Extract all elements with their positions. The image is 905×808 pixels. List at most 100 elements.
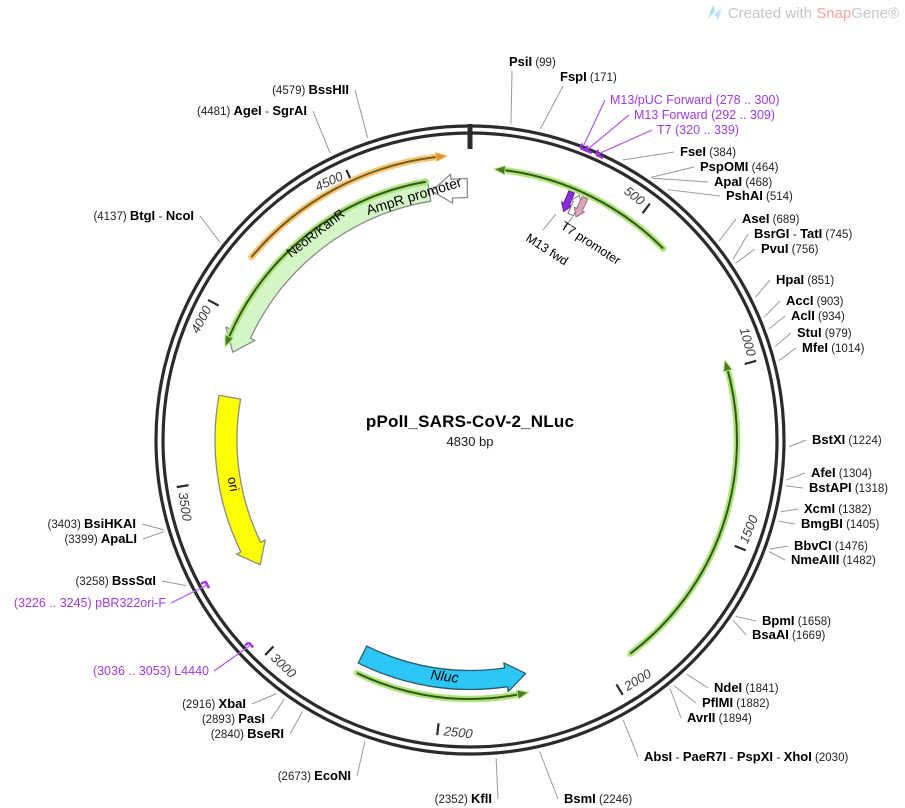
primer-leader-line bbox=[582, 99, 606, 147]
leader-line bbox=[270, 699, 285, 720]
site-label-bsss-i[interactable]: (3258) BssSαI bbox=[75, 573, 156, 588]
leader-line bbox=[735, 615, 757, 622]
leader-line bbox=[768, 551, 786, 561]
site-label-fspi[interactable]: FspI (171) bbox=[560, 69, 617, 84]
primer-mark-tick bbox=[200, 580, 206, 585]
leader-line bbox=[539, 85, 564, 130]
site-label-avrii[interactable]: AvrII (1894) bbox=[687, 710, 752, 725]
primer-leader-line bbox=[170, 583, 209, 604]
tick-mark bbox=[734, 544, 747, 552]
site-label-bsshii[interactable]: (4579) BssHII bbox=[272, 82, 349, 97]
tick-label: 3500 bbox=[175, 491, 195, 523]
site-label-asei[interactable]: AseI (689) bbox=[742, 211, 800, 226]
leader-line bbox=[289, 711, 303, 735]
site-label-agei-sgrai[interactable]: (4481) AgeI - SgrAI bbox=[197, 103, 307, 118]
site-label-pshai[interactable]: PshAI (514) bbox=[726, 188, 793, 203]
primer-label-m13-forward[interactable]: M13 Forward (292 .. 309) bbox=[634, 108, 775, 122]
site-label-hpai[interactable]: HpaI (851) bbox=[776, 272, 834, 287]
site-label-kfli[interactable]: (2352) KflI bbox=[435, 791, 492, 806]
site-label-pvui[interactable]: PvuI (756) bbox=[761, 241, 819, 256]
leader-line bbox=[768, 315, 786, 330]
watermark-gene: Gene® bbox=[851, 4, 899, 22]
orf-arc-top-arrowhead bbox=[492, 165, 507, 176]
primer-label-m13-puc-forward[interactable]: M13/pUC Forward (278 .. 300) bbox=[610, 93, 780, 107]
site-label-bstapi[interactable]: BstAPI (1318) bbox=[809, 480, 888, 495]
leader-line bbox=[354, 89, 369, 138]
feature-label-m13-fwd[interactable]: M13 fwd bbox=[523, 231, 570, 268]
site-label-absi-paer7i-pspxi-xhoi[interactable]: AbsI - PaeR7I - PspXI - XhoI (2030) bbox=[644, 749, 848, 764]
leader-line bbox=[495, 757, 499, 800]
leader-line bbox=[769, 545, 789, 550]
leader-line bbox=[673, 684, 697, 704]
leader-line bbox=[141, 523, 165, 531]
primer-mark-tick bbox=[584, 145, 589, 151]
leader-line bbox=[763, 300, 781, 318]
site-label-bsmi[interactable]: BsmI (2246) bbox=[564, 791, 632, 806]
primer-mark-tick bbox=[595, 149, 600, 156]
leader-line bbox=[199, 215, 221, 243]
plasmid-size: 4830 bp bbox=[446, 434, 494, 449]
snapgene-watermark: Created with SnapGene® bbox=[707, 4, 899, 22]
orf-arc-neor[interactable] bbox=[228, 180, 427, 338]
site-label-apali[interactable]: (3399) ApaLI bbox=[64, 531, 137, 546]
site-label-ndei[interactable]: NdeI (1841) bbox=[714, 680, 779, 695]
tick-label: 1500 bbox=[736, 512, 761, 545]
orf-arc-top[interactable] bbox=[504, 169, 664, 250]
site-label-bbvci[interactable]: BbvCI (1476) bbox=[794, 538, 868, 553]
leader-line bbox=[539, 751, 559, 800]
site-label-bsrgi-tati[interactable]: BsrGI - TatI (745) bbox=[754, 226, 852, 241]
feature-ori[interactable] bbox=[214, 394, 266, 566]
leader-line bbox=[778, 520, 796, 525]
leader-line bbox=[718, 218, 737, 242]
site-label-bpmi[interactable]: BpmI (1658) bbox=[762, 613, 831, 628]
site-label-stui[interactable]: StuI (979) bbox=[797, 325, 852, 340]
site-label-bsihkai[interactable]: (3403) BsiHKAI bbox=[48, 516, 136, 531]
site-label-bstxi[interactable]: BstXI (1224) bbox=[812, 432, 882, 447]
site-label-econi[interactable]: (2673) EcoNI bbox=[278, 768, 351, 783]
site-label-bmgbi[interactable]: BmgBI (1405) bbox=[801, 516, 879, 531]
t7-promoter-glyph-pink[interactable] bbox=[573, 195, 589, 218]
orf-arc-bottom-arrowhead bbox=[516, 689, 530, 700]
feature-ampr-promoter[interactable] bbox=[431, 173, 469, 204]
orf-arc-right[interactable] bbox=[629, 370, 738, 655]
leader-line bbox=[786, 472, 806, 481]
feature-label-ori: ori bbox=[225, 476, 243, 493]
primer-leader-line bbox=[213, 643, 253, 672]
site-label-fsei[interactable]: FseI (384) bbox=[680, 144, 736, 159]
primer-label-l4440[interactable]: (3036 .. 3053) L4440 bbox=[93, 664, 209, 678]
leader-line bbox=[669, 688, 682, 719]
primer-label-t7[interactable]: T7 (320 .. 339) bbox=[657, 123, 739, 137]
feature-nluc[interactable] bbox=[357, 645, 527, 693]
site-label-afei[interactable]: AfeI (1304) bbox=[811, 465, 872, 480]
site-label-acli[interactable]: AclI (934) bbox=[791, 308, 845, 323]
primer-label-pbr322ori-f[interactable]: (3226 .. 3245) pBR322ori-F bbox=[14, 596, 167, 610]
tick-mark bbox=[641, 202, 651, 214]
leader-line bbox=[686, 673, 709, 689]
site-label-psii[interactable]: PsiI (99) bbox=[509, 54, 556, 69]
leader-line bbox=[542, 213, 557, 231]
primer-mark-tick bbox=[579, 143, 584, 149]
orf-arc-orange-arrowhead bbox=[434, 151, 449, 163]
site-label-nmeaiii[interactable]: NmeAIII (1482) bbox=[791, 552, 876, 567]
orf-arc-orange[interactable] bbox=[250, 156, 437, 258]
leader-line bbox=[667, 189, 721, 197]
leader-line bbox=[785, 485, 804, 489]
site-label-acci[interactable]: AccI (903) bbox=[786, 293, 844, 308]
site-label-mfei[interactable]: MfeI (1014) bbox=[802, 340, 865, 355]
site-label-pasi[interactable]: (2893) PasI bbox=[202, 711, 265, 726]
site-label-bsaai[interactable]: BsaAI (1669) bbox=[752, 627, 825, 642]
site-label-xbai[interactable]: (2916) XbaI bbox=[182, 696, 246, 711]
site-label-btgi-ncoi[interactable]: (4137) BtgI - NcoI bbox=[93, 208, 194, 223]
site-label-apai[interactable]: ApaI (468) bbox=[714, 174, 772, 189]
plasmid-name: pPolI_SARS-CoV-2_NLuc bbox=[365, 412, 575, 431]
tick-mark bbox=[176, 484, 189, 489]
orf-arc-bottom[interactable] bbox=[356, 672, 518, 700]
site-label-pflmi[interactable]: PflMI (1882) bbox=[702, 695, 770, 710]
tick-label: 2500 bbox=[442, 723, 474, 741]
tick-mark bbox=[207, 298, 220, 307]
site-label-xcmi[interactable]: XcmI (1382) bbox=[804, 501, 872, 516]
site-label-bseri[interactable]: (2840) BseRI bbox=[211, 726, 284, 741]
map-title-block: pPolI_SARS-CoV-2_NLuc 4830 bp bbox=[280, 412, 660, 449]
site-label-pspomi[interactable]: PspOMI (464) bbox=[700, 159, 779, 174]
